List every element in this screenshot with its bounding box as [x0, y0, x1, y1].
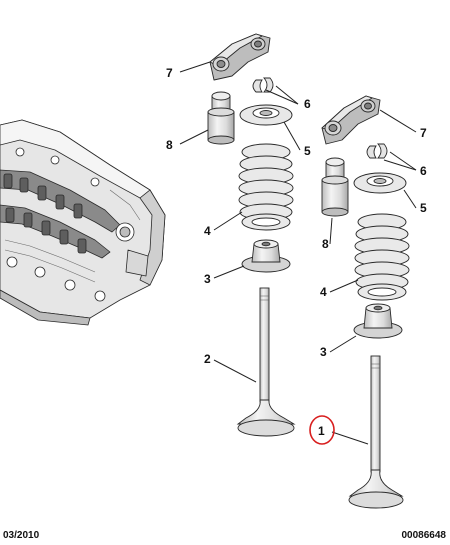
callout-right-lifter: 8 — [322, 237, 329, 251]
callout-left-spring-seat: 3 — [204, 272, 211, 286]
cylinder-head-illustration — [0, 119, 166, 326]
callout-right-valve-spring: 4 — [320, 285, 327, 299]
callout-right-spring-retainer: 5 — [420, 201, 427, 215]
right-rocker-arm — [321, 95, 381, 145]
callout-right-rocker-arm: 7 — [420, 126, 427, 140]
right-valve-spring — [354, 213, 410, 301]
right-valve-keepers — [366, 143, 388, 159]
callout-right-keepers: 6 — [420, 164, 427, 178]
right-intake-valve — [348, 355, 404, 509]
highlight-circle — [309, 415, 335, 445]
callout-right-spring-seat: 3 — [320, 345, 327, 359]
left-valve-keepers — [252, 77, 274, 93]
left-rocker-arm — [209, 33, 271, 81]
footer-reference-number: 00086648 — [401, 530, 447, 541]
left-exhaust-valve — [236, 287, 296, 437]
callout-left-rocker-arm: 7 — [166, 66, 173, 80]
left-spring-retainer — [239, 104, 293, 126]
callout-right-valve: 1 — [318, 424, 325, 438]
left-hydraulic-lifter — [207, 91, 235, 145]
callout-left-spring-retainer: 5 — [304, 144, 311, 158]
left-valve-stem-seal — [241, 239, 291, 273]
left-valve-spring — [238, 143, 294, 231]
callout-left-valve: 2 — [204, 352, 211, 366]
callout-labels: 7 6 8 5 4 3 2 7 6 5 8 4 3 1 — [166, 66, 427, 438]
right-valve-stem-seal — [353, 303, 403, 339]
leader-lines — [179, 61, 417, 445]
callout-left-valve-spring: 4 — [204, 224, 211, 238]
callout-left-keepers: 6 — [304, 97, 311, 111]
callout-left-lifter: 8 — [166, 138, 173, 152]
footer-date: 03/2010 — [3, 530, 40, 541]
right-hydraulic-lifter — [321, 157, 349, 217]
right-spring-retainer — [353, 172, 407, 194]
